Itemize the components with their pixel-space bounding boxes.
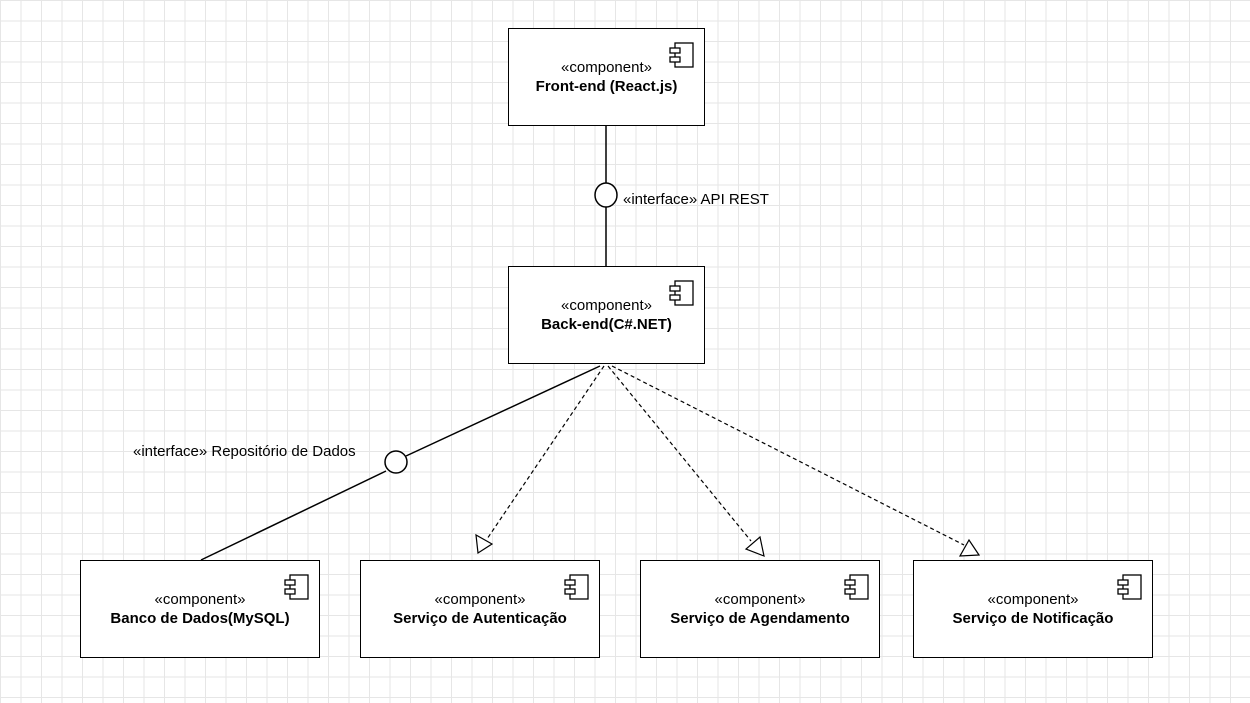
api-interface-circle [594, 182, 618, 208]
notification-stereotype: «component» [987, 590, 1079, 608]
notification-dependency-line [611, 365, 965, 546]
component-icon [669, 280, 694, 306]
component-icon [844, 574, 869, 600]
auth-component[interactable]: «component» Serviço de Autenticação [360, 560, 600, 658]
auth-dependency-arrowhead [475, 533, 494, 555]
component-icon [564, 574, 589, 600]
database-name: Banco de Dados(MySQL) [110, 609, 290, 627]
database-stereotype: «component» [154, 590, 246, 608]
auth-name: Serviço de Autenticação [393, 609, 567, 627]
notification-name: Serviço de Notificação [952, 609, 1114, 627]
repository-interface-circle [384, 450, 408, 474]
component-icon [669, 42, 694, 68]
frontend-name: Front-end (React.js) [535, 77, 678, 95]
scheduling-dependency-arrowhead [744, 535, 765, 557]
scheduling-name: Serviço de Agendamento [670, 609, 850, 627]
database-component[interactable]: «component» Banco de Dados(MySQL) [80, 560, 320, 658]
notification-component[interactable]: «component» Serviço de Notificação [913, 560, 1153, 658]
repository-interface-label: «interface» Repositório de Dados [133, 443, 356, 460]
notification-dependency-arrowhead [958, 538, 981, 557]
api-interface-label: «interface» API REST [623, 191, 769, 208]
backend-stereotype: «component» [561, 296, 652, 314]
repository-connector-bottom [200, 470, 387, 561]
scheduling-dependency-line [607, 365, 752, 542]
repository-connector-top [405, 365, 601, 457]
frontend-stereotype: «component» [561, 58, 652, 76]
scheduling-component[interactable]: «component» Serviço de Agendamento [640, 560, 880, 658]
component-icon [1117, 574, 1142, 600]
frontend-component[interactable]: «component» Front-end (React.js) [508, 28, 705, 126]
component-icon [284, 574, 309, 600]
backend-name: Back-end(C#.NET) [541, 315, 672, 333]
scheduling-stereotype: «component» [714, 590, 806, 608]
auth-stereotype: «component» [434, 590, 526, 608]
backend-component[interactable]: «component» Back-end(C#.NET) [508, 266, 705, 364]
